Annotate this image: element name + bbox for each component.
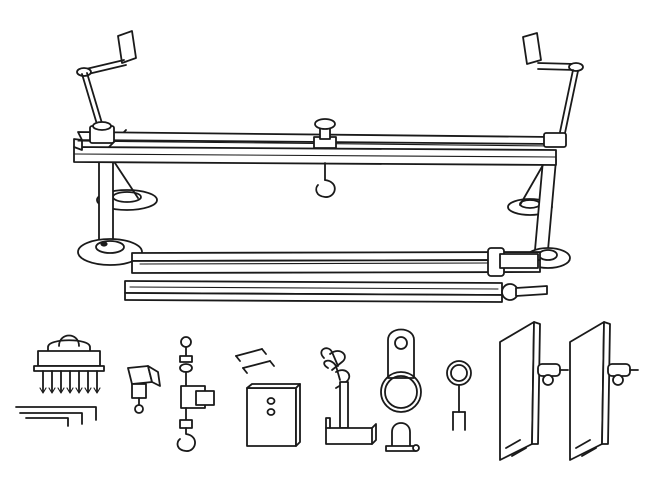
frame-assembly [73,30,584,303]
center-clamp [313,118,337,198]
chain-hook-arm [320,347,377,445]
mounting-plate [246,383,301,447]
wire-brackets [235,348,275,374]
left-crank-handle [76,30,137,132]
side-panel-right [569,321,639,461]
lower-rail [131,247,541,277]
side-panel-left [499,321,569,461]
d-shackle [385,422,420,452]
right-crank-handle [522,32,584,134]
top-rail [73,121,567,166]
ring-fork [446,360,472,431]
hook-pulley-tensioner [176,336,215,452]
multi-hook-comb [33,334,105,394]
small-clamp [127,365,161,414]
extension-bar [124,280,548,303]
hex-key-set [15,406,97,427]
ring-with-tab [380,328,422,413]
